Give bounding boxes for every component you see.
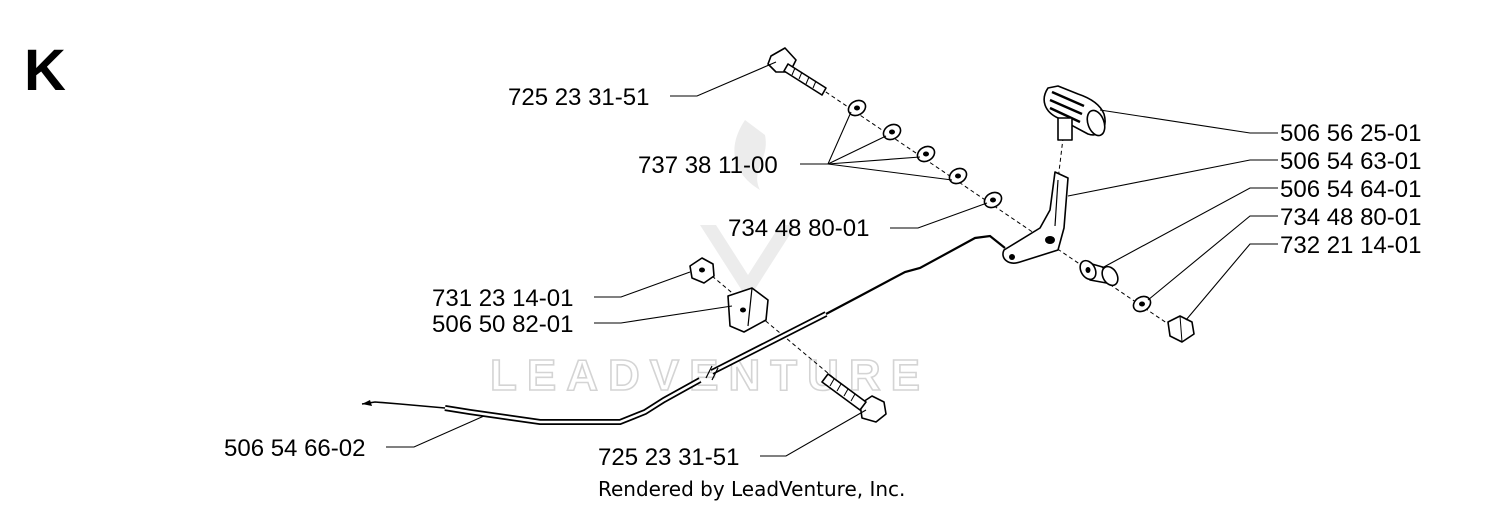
label-knob: 506 56 25-01 (1280, 120, 1421, 147)
washer-stack (847, 99, 1003, 209)
control-cable (361, 234, 1006, 425)
spacer (1079, 259, 1119, 287)
lever-knob (1043, 85, 1106, 141)
label-nut-right: 732 21 14-01 (1280, 232, 1421, 259)
label-bolt-bottom: 725 23 31-51 (598, 444, 739, 471)
label-lever: 506 54 63-01 (1280, 148, 1421, 175)
label-spacer: 506 54 64-01 (1280, 176, 1421, 203)
right-nut (1167, 315, 1195, 343)
label-washers: 737 38 11-00 (638, 152, 778, 179)
part-labels: 725 23 31-51 737 38 11-00 734 48 80-01 7… (224, 84, 1421, 471)
bottom-bolt (821, 373, 887, 423)
credit-line: Rendered by LeadVenture, Inc. (598, 477, 905, 501)
label-bolt-top: 725 23 31-51 (508, 84, 649, 111)
label-washer-single: 734 48 80-01 (728, 215, 869, 242)
assembly-axis (819, 87, 1181, 333)
right-washer (1132, 295, 1152, 313)
label-cable: 506 54 66-02 (224, 435, 365, 462)
top-bolt (767, 47, 827, 96)
cable-bracket (727, 287, 769, 333)
section-letter: K (24, 38, 66, 103)
label-washer-right: 734 48 80-01 (1280, 204, 1421, 231)
left-nut (689, 257, 715, 284)
leader-lines (386, 61, 1278, 457)
lever (1002, 171, 1069, 264)
watermark-text: LEADVENTURE (490, 351, 930, 400)
label-nut-left: 731 23 14-01 (432, 285, 573, 312)
label-bracket: 506 50 82-01 (432, 311, 573, 338)
